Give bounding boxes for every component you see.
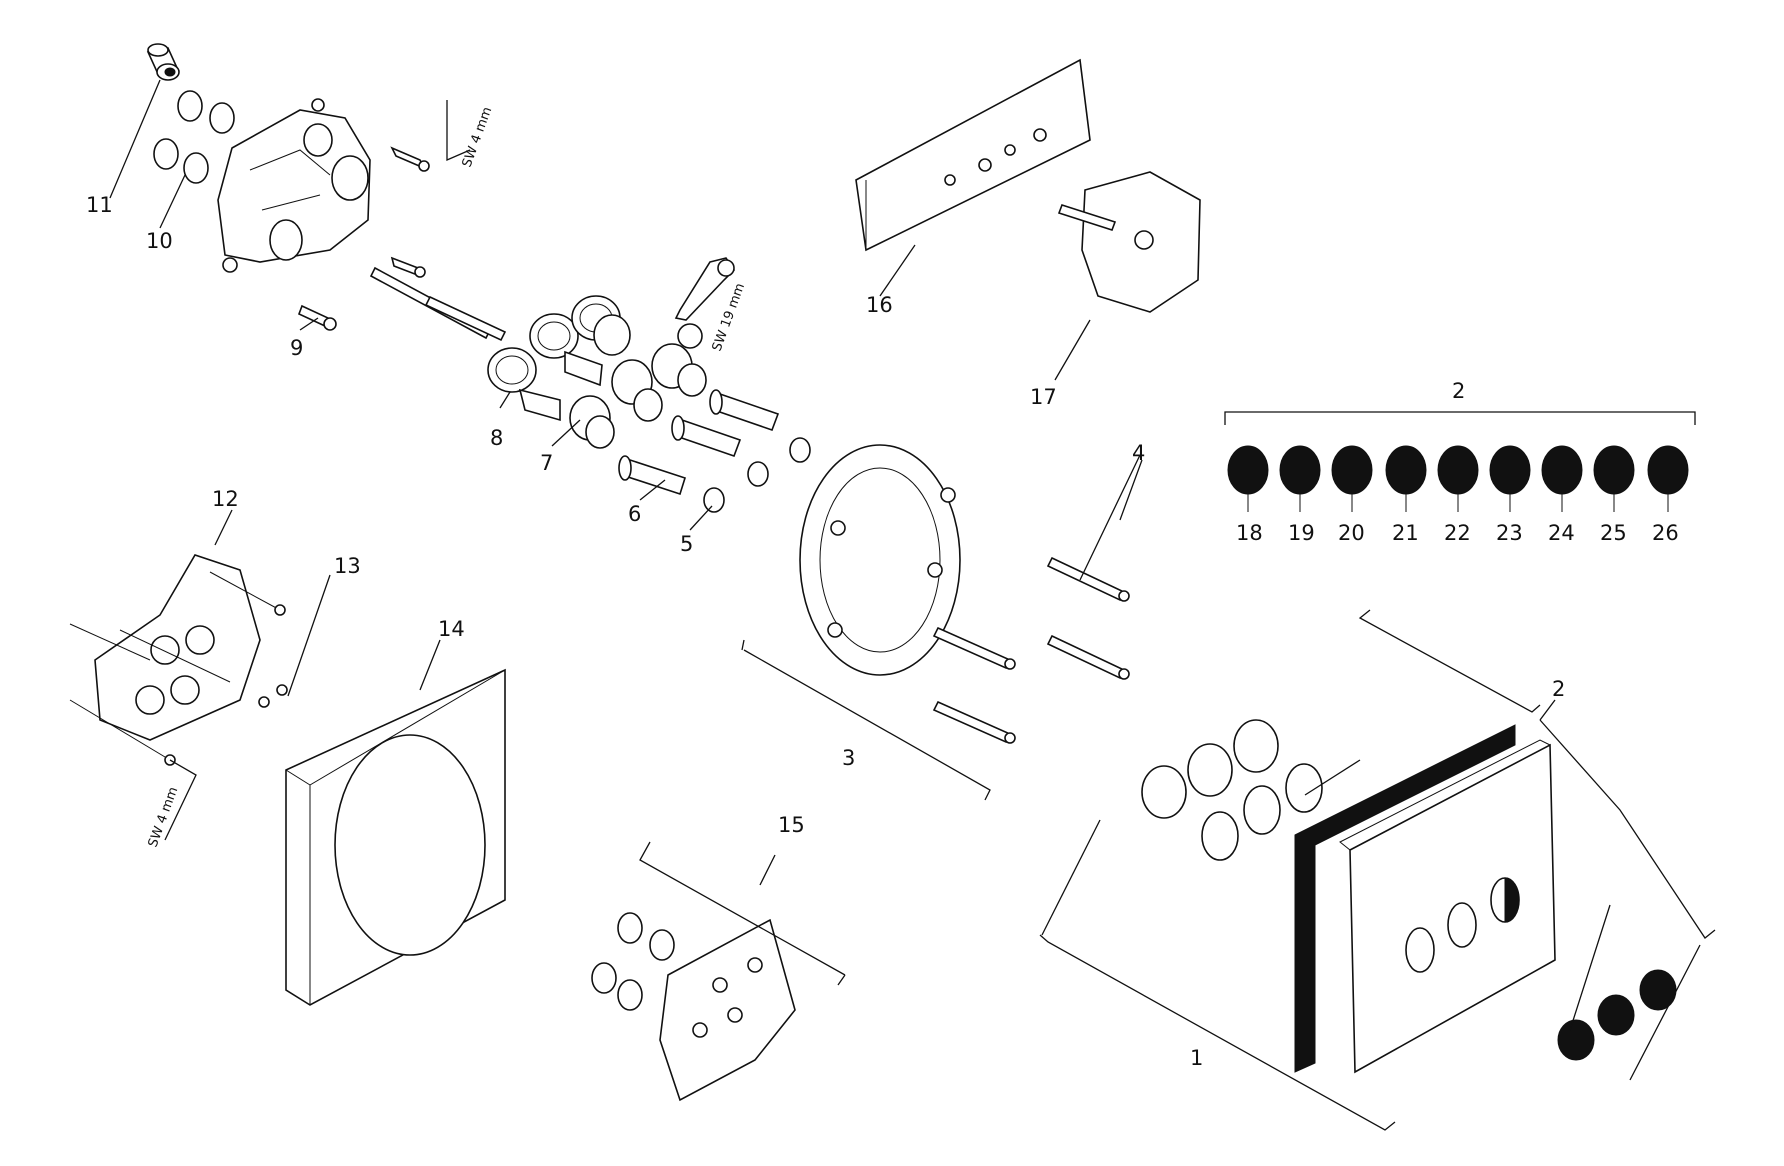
leader-lines xyxy=(109,79,1716,1131)
callout-23: 23 xyxy=(1496,521,1523,545)
callout-16: 16 xyxy=(866,293,893,317)
callout-5: 5 xyxy=(680,532,693,556)
part-17-plate xyxy=(1057,171,1201,313)
part-7-nuts-springs xyxy=(569,343,707,449)
callout-8: 8 xyxy=(490,426,503,450)
part-15-plate-orings xyxy=(591,912,796,1102)
callout-14: 14 xyxy=(438,617,465,641)
callout-26: 26 xyxy=(1652,521,1679,545)
part-14-trim xyxy=(285,668,506,1006)
hex-key-top-icon xyxy=(446,100,471,161)
callout-19: 19 xyxy=(1288,521,1315,545)
part-12-mount xyxy=(94,554,261,741)
part-3-ring xyxy=(799,444,961,676)
part-10-orings xyxy=(153,90,235,184)
part-9-screw xyxy=(297,304,337,331)
callout-3: 3 xyxy=(842,746,855,770)
callout-22: 22 xyxy=(1444,521,1471,545)
wrench-label: SW 19 mm xyxy=(710,281,748,353)
wrench-icon xyxy=(674,257,736,349)
screw-top xyxy=(390,146,430,172)
part-2-knobs xyxy=(1557,969,1677,1061)
callout-6: 6 xyxy=(628,502,641,526)
callout-13: 13 xyxy=(334,554,361,578)
part-1-faceplate xyxy=(1294,724,1556,1074)
callout-25: 25 xyxy=(1600,521,1627,545)
callout-10: 10 xyxy=(146,229,173,253)
part-8-cartridges xyxy=(487,295,631,422)
callout-21: 21 xyxy=(1392,521,1419,545)
callout-4: 4 xyxy=(1132,441,1145,465)
knob-row xyxy=(1227,445,1689,495)
callout-12: 12 xyxy=(212,487,239,511)
callout-1: 1 xyxy=(1190,1046,1203,1070)
part-16-bracket xyxy=(855,58,1091,252)
part-2-collars xyxy=(1141,719,1323,861)
callout-15: 15 xyxy=(778,813,805,837)
callout-9: 9 xyxy=(290,336,303,360)
hex-key-top-label: SW 4 mm xyxy=(460,105,496,169)
callout-7: 7 xyxy=(540,451,553,475)
callout-24: 24 xyxy=(1548,521,1575,545)
callout-11: 11 xyxy=(86,193,113,217)
callout-20: 20 xyxy=(1338,521,1365,545)
knob-stems xyxy=(1247,494,1669,512)
part-11-cap xyxy=(146,43,180,81)
callout-17: 17 xyxy=(1030,385,1057,409)
callout-2b: 2 xyxy=(1552,677,1565,701)
part-5-caps xyxy=(703,437,811,513)
callout-18: 18 xyxy=(1236,521,1263,545)
part-4-screws xyxy=(932,556,1130,744)
part-6-nipples xyxy=(618,389,780,496)
valve-body xyxy=(217,98,371,273)
callout-labels: 1 2 2 3 4 5 6 7 8 9 10 11 12 13 14 15 16… xyxy=(86,193,1679,1070)
hex-key-bottom-icon xyxy=(164,759,197,841)
callout-2a: 2 xyxy=(1452,379,1465,403)
pin-rods xyxy=(369,256,507,342)
